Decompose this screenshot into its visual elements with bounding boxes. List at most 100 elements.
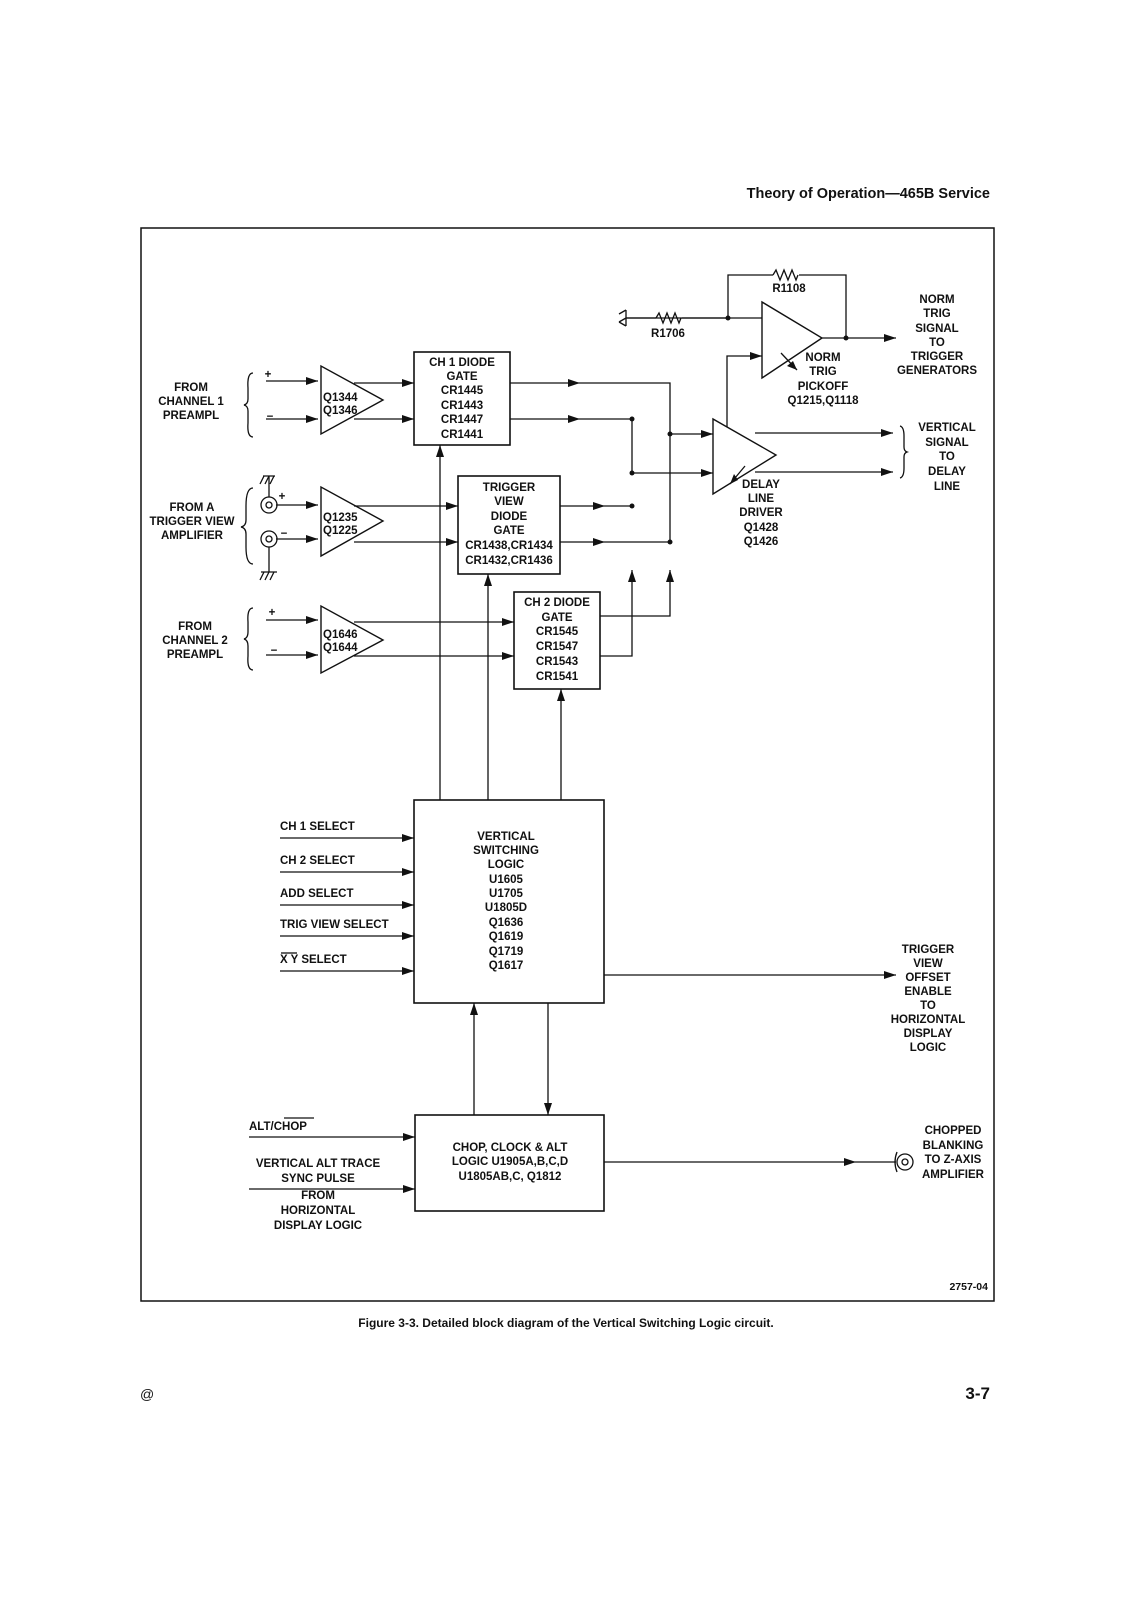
output-trigger-view-label: TRIGGER VIEW OFFSET ENABLE TO HORIZONTAL… (891, 944, 966, 1054)
select-inputs: CH 1 SELECT CH 2 SELECT ADD SELECT TRIG … (280, 821, 389, 966)
svg-text:VERTICAL: VERTICAL (477, 831, 535, 843)
svg-text:DELAY: DELAY (742, 479, 780, 491)
svg-text:U1805D: U1805D (485, 902, 527, 914)
brace-ch1 (243, 372, 254, 438)
svg-text:Q1644: Q1644 (323, 642, 358, 654)
svg-text:CHOP, CLOCK & ALT: CHOP, CLOCK & ALT (453, 1142, 568, 1154)
svg-text:FROM: FROM (178, 621, 212, 633)
brace-trigview (240, 487, 254, 565)
norm-trig-pickoff-amp (761, 300, 824, 380)
svg-text:TRIG VIEW SELECT: TRIG VIEW SELECT (280, 919, 389, 931)
svg-text:CR1441: CR1441 (441, 429, 484, 441)
delay-line-driver-amp: DELAY LINE DRIVER Q1428 Q1426 (712, 417, 783, 548)
brace-ch2 (243, 607, 254, 671)
svg-text:VERTICAL: VERTICAL (918, 422, 976, 434)
svg-text:GENERATORS: GENERATORS (897, 365, 977, 377)
svg-text:CHANNEL 2: CHANNEL 2 (162, 635, 228, 647)
svg-text:Q1617: Q1617 (489, 960, 524, 972)
svg-text:GATE: GATE (493, 525, 524, 537)
svg-text:TO: TO (920, 1000, 936, 1012)
svg-text:TRIGGER: TRIGGER (911, 351, 964, 363)
output-norm-trig-label: NORM TRIG SIGNAL TO TRIGGER GENERATORS (897, 294, 977, 377)
svg-text:Q1719: Q1719 (489, 946, 524, 958)
svg-text:VIEW: VIEW (494, 496, 524, 508)
svg-text:X Y SELECT: X Y SELECT (280, 954, 347, 966)
amp-trig: Q1235 Q1225 (320, 485, 385, 558)
svg-text:TO: TO (939, 451, 955, 463)
svg-text:AMPLIFIER: AMPLIFIER (161, 530, 224, 542)
svg-text:NORM: NORM (805, 352, 840, 364)
svg-text:NORM: NORM (919, 294, 954, 306)
svg-text:CR1447: CR1447 (441, 414, 483, 426)
input-trigview-label: FROM A TRIGGER VIEW AMPLIFIER (150, 502, 235, 542)
svg-text:TRIG: TRIG (809, 366, 837, 378)
page-header: Theory of Operation—465B Service (746, 186, 990, 202)
svg-text:PREAMPL: PREAMPL (167, 649, 223, 661)
svg-text:ADD SELECT: ADD SELECT (280, 888, 353, 900)
svg-text:SIGNAL: SIGNAL (915, 323, 958, 335)
svg-text:VIEW: VIEW (913, 958, 943, 970)
svg-text:SWITCHING: SWITCHING (473, 845, 539, 857)
figure-id: 2757-04 (949, 1281, 988, 1293)
r1706-label: R1706 (651, 328, 685, 340)
svg-text:TRIGGER: TRIGGER (483, 482, 536, 494)
svg-text:TO Z-AXIS: TO Z-AXIS (925, 1154, 982, 1166)
svg-text:LOGIC: LOGIC (488, 859, 524, 871)
svg-text:CR1443: CR1443 (441, 400, 483, 412)
svg-text:CR1438,CR1434: CR1438,CR1434 (465, 540, 553, 552)
svg-text:LINE: LINE (748, 493, 775, 505)
resistor-r1706-icon (655, 311, 682, 325)
svg-text:CH 2 DIODE: CH 2 DIODE (524, 597, 590, 609)
svg-text:U1605: U1605 (489, 874, 523, 886)
coax-connector-icon (894, 1151, 914, 1173)
svg-text:Q1646: Q1646 (323, 629, 358, 641)
svg-text:Q1426: Q1426 (744, 536, 779, 548)
svg-text:CR1432,CR1436: CR1432,CR1436 (465, 555, 553, 567)
svg-text:BLANKING: BLANKING (923, 1140, 984, 1152)
svg-text:Q1235: Q1235 (323, 512, 358, 524)
minus-mark: − (281, 528, 288, 540)
svg-text:CR1543: CR1543 (536, 656, 578, 668)
svg-text:U1705: U1705 (489, 888, 523, 900)
svg-text:CR1541: CR1541 (536, 671, 579, 683)
svg-text:U1805AB,C, Q1812: U1805AB,C, Q1812 (459, 1171, 562, 1183)
svg-text:FROM A: FROM A (170, 502, 215, 514)
svg-text:PICKOFF: PICKOFF (798, 381, 848, 393)
svg-text:Q1225: Q1225 (323, 525, 358, 537)
svg-text:CR1445: CR1445 (441, 385, 484, 397)
norm-trig-pickoff-label: NORM TRIG PICKOFF Q1215,Q1118 (788, 352, 860, 407)
svg-text:TRIGGER VIEW: TRIGGER VIEW (150, 516, 235, 528)
alt-chop-input-label: ALT/CHOP (249, 1117, 314, 1133)
svg-text:GATE: GATE (446, 371, 477, 383)
r1108-label: R1108 (772, 283, 806, 295)
svg-text:LOGIC: LOGIC (910, 1042, 946, 1054)
coax-connector-icon (259, 475, 278, 514)
ch2-diode-gate-block: CH 2 DIODE GATE CR1545 CR1547 CR1543 CR1… (513, 591, 601, 690)
svg-text:DISPLAY: DISPLAY (904, 1028, 953, 1040)
svg-text:CR1545: CR1545 (536, 626, 579, 638)
svg-text:Q1636: Q1636 (489, 917, 524, 929)
svg-text:DISPLAY LOGIC: DISPLAY LOGIC (274, 1220, 362, 1232)
svg-text:TRIGGER: TRIGGER (902, 944, 955, 956)
plus-mark: + (265, 369, 272, 381)
svg-text:DELAY: DELAY (928, 466, 966, 478)
svg-text:DRIVER: DRIVER (739, 507, 783, 519)
svg-text:LINE: LINE (934, 481, 961, 493)
copyright-mark: @ (140, 1386, 155, 1402)
svg-text:DIODE: DIODE (491, 511, 528, 523)
svg-text:GATE: GATE (541, 612, 572, 624)
minus-mark: − (271, 645, 278, 657)
svg-text:Q1344: Q1344 (323, 392, 358, 404)
svg-text:TRIG: TRIG (923, 308, 951, 320)
svg-text:HORIZONTAL: HORIZONTAL (891, 1014, 966, 1026)
input-ch1-label: FROM CHANNEL 1 PREAMPL (158, 382, 224, 422)
svg-text:CH 2 SELECT: CH 2 SELECT (280, 855, 355, 867)
svg-text:OFFSET: OFFSET (905, 972, 950, 984)
svg-text:FROM: FROM (174, 382, 208, 394)
brace-vertical-output (899, 425, 910, 479)
vertical-alt-trace-label: VERTICAL ALT TRACE SYNC PULSE FROM HORIZ… (256, 1158, 381, 1232)
svg-text:ENABLE: ENABLE (904, 986, 952, 998)
svg-text:CHOPPED: CHOPPED (925, 1125, 982, 1137)
